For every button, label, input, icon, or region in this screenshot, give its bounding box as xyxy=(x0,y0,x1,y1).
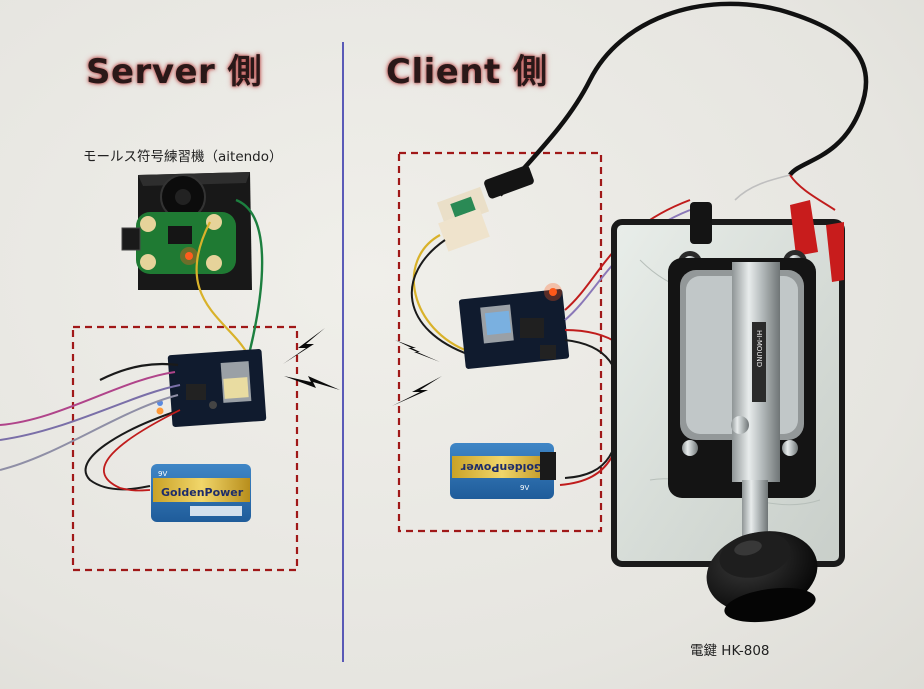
svg-text:9V: 9V xyxy=(158,470,167,478)
client-board xyxy=(458,283,570,369)
svg-text:9V: 9V xyxy=(520,484,529,492)
client-battery: GoldenPower 9V xyxy=(450,443,556,499)
morse-trainer xyxy=(121,172,264,356)
telegraph-key-caption: 電鍵 HK-808 xyxy=(690,643,770,659)
svg-text:GoldenPower: GoldenPower xyxy=(161,486,244,499)
server-battery: GoldenPower 9V xyxy=(151,464,251,522)
server-dashed-box xyxy=(71,325,299,572)
server-heading: Server 側 xyxy=(86,52,263,92)
key-model-mark: HI-MOUND xyxy=(755,330,763,367)
svg-text:GoldenPower: GoldenPower xyxy=(460,461,543,474)
morse-trainer-caption: モールス符号練習機（aitendo） xyxy=(83,149,283,165)
audio-jack xyxy=(436,165,534,252)
server-board xyxy=(156,349,267,427)
client-heading: Client 側 xyxy=(386,52,548,92)
telegraph-key: HI-MOUND xyxy=(611,200,845,623)
wireless-bolts xyxy=(283,328,442,406)
client-dashed-box xyxy=(397,151,603,533)
